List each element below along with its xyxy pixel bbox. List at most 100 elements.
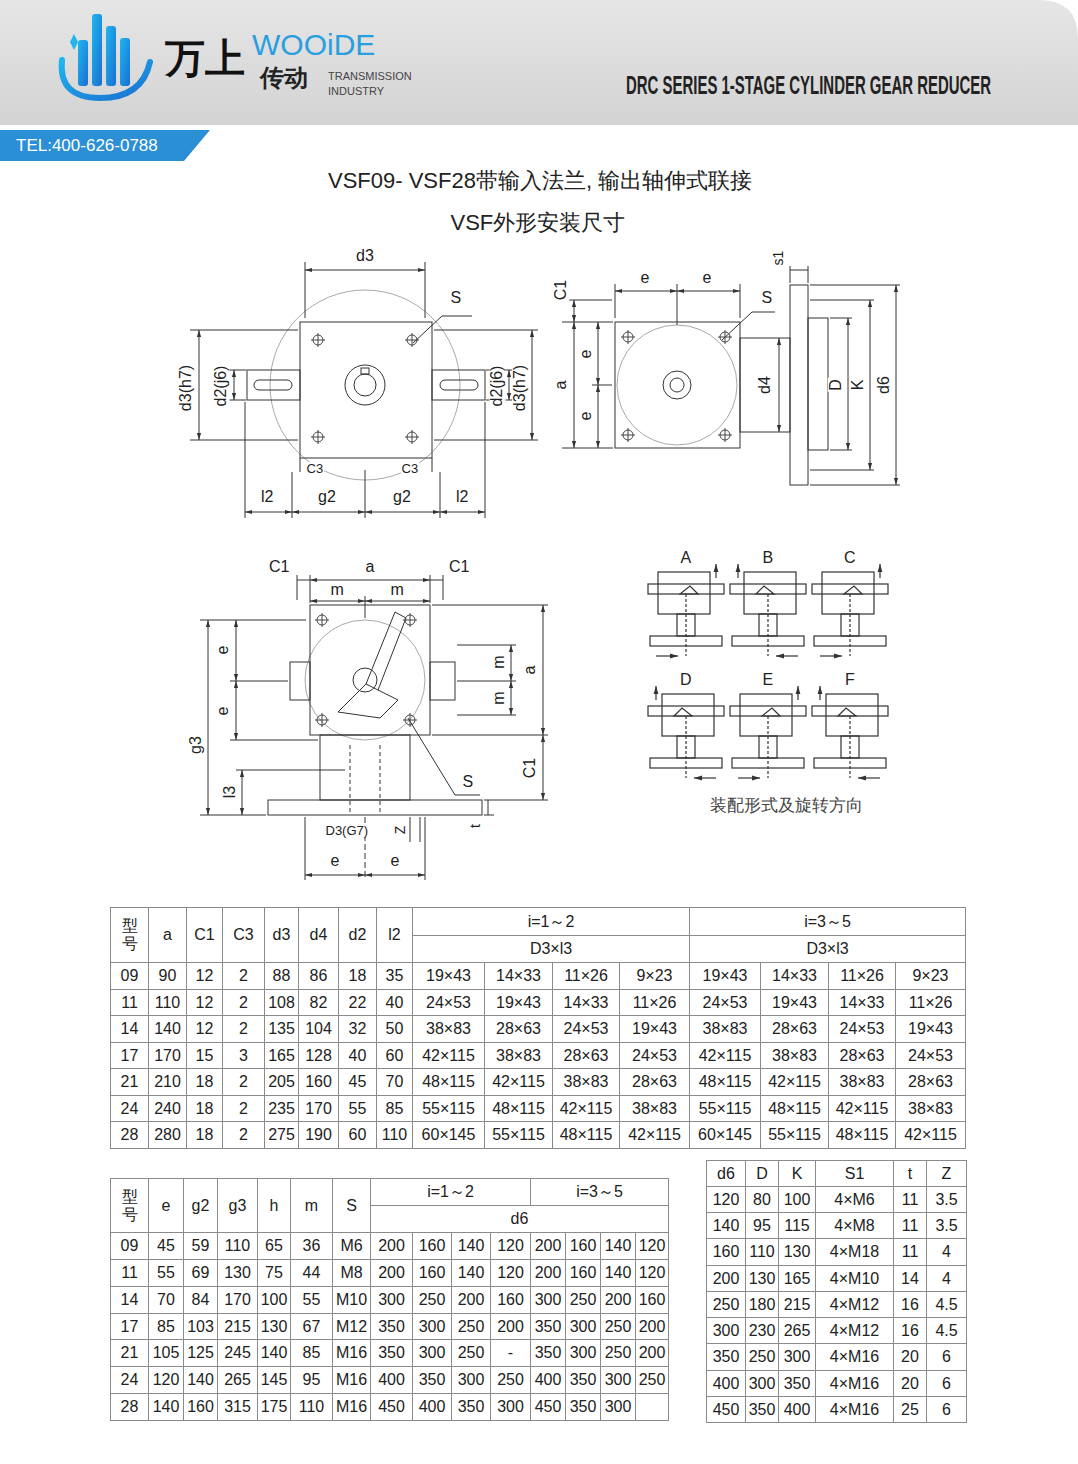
drawing-part: [297, 580, 310, 581]
table-text: 215: [784, 1297, 811, 1313]
dimension-label: d3: [355, 248, 375, 264]
table-cell: 130: [745, 1265, 779, 1292]
table-cell: 11×26: [619, 989, 690, 1016]
table-text: 200: [535, 1238, 562, 1254]
table-cell: 140: [600, 1259, 636, 1287]
table-text: D: [756, 1166, 768, 1182]
table-cell: 200: [635, 1313, 669, 1340]
drawing-part: [403, 613, 417, 627]
table-text: 19×43: [908, 1021, 953, 1037]
table-text: S: [346, 1198, 357, 1214]
table-cell: 110: [376, 1121, 413, 1149]
table-text: 48×115: [560, 1127, 613, 1143]
table-cell: 48×115: [828, 1121, 896, 1149]
table-text: 50: [386, 1021, 404, 1037]
table-cell: 115: [778, 1212, 816, 1239]
table-cell: 4: [926, 1238, 967, 1266]
table-text: 4.5: [935, 1323, 957, 1339]
table-cell: 250: [706, 1291, 746, 1318]
table-cell: 38×83: [760, 1042, 829, 1069]
dimension-label: D3(G7): [325, 824, 370, 837]
table-text: 2: [239, 1074, 248, 1090]
table-text: 245: [224, 1345, 251, 1361]
table-cell: 108: [264, 989, 299, 1016]
table-text: 105: [153, 1345, 180, 1361]
table-text: 82: [310, 995, 328, 1011]
table-cell: 11: [893, 1186, 927, 1213]
table-text: i=1～2: [528, 914, 575, 930]
table-text: 400: [713, 1376, 740, 1392]
dimension-label: e: [215, 706, 231, 717]
table-cell: 型号: [110, 907, 149, 963]
table-cell: 250: [412, 1286, 452, 1314]
table-cell: 160: [635, 1286, 669, 1314]
table-cell: 85: [148, 1313, 184, 1340]
table-text: 210: [154, 1074, 181, 1090]
drawing-part: [432, 370, 485, 400]
dimension-label: t: [468, 823, 482, 829]
dimension-label: a: [553, 380, 569, 391]
table-cell: C3: [222, 907, 265, 963]
table-cell: 120: [635, 1232, 669, 1260]
drawing-part: [434, 440, 538, 441]
table-text: 125: [187, 1345, 214, 1361]
table-cell: 38×83: [895, 1095, 966, 1122]
table-text: 350: [535, 1319, 562, 1335]
table-text: 55: [157, 1265, 175, 1281]
drawing-part: [730, 686, 806, 778]
drawing-part: [790, 285, 808, 485]
drawing-part: [430, 662, 455, 700]
table-text: 24×53: [908, 1048, 953, 1064]
table-text: 65: [265, 1238, 283, 1254]
table-text: 4×M16: [830, 1376, 879, 1392]
drawing-part: [779, 338, 780, 432]
table-cell: 38×83: [552, 1068, 620, 1096]
drawing-part: [511, 681, 512, 715]
table-cell: 95: [290, 1366, 333, 1394]
drawing-part: [190, 262, 900, 880]
table-cell: 4×M12: [815, 1317, 894, 1344]
drawing-part: [511, 645, 512, 681]
table-cell: 12: [186, 962, 223, 990]
table-text: 300: [784, 1349, 811, 1365]
dimension-label: C3: [401, 462, 420, 475]
table-text: 315: [224, 1399, 251, 1415]
table-cell: 48×115: [689, 1068, 761, 1096]
drawing-part: [810, 470, 874, 471]
table-cell: 110: [217, 1232, 258, 1260]
drawing-part: [310, 601, 365, 602]
table-cell: 350: [565, 1366, 601, 1394]
table-text: 165: [784, 1271, 811, 1287]
dimension-label: C1: [522, 757, 538, 779]
drawing-part: [677, 284, 678, 325]
dimension-label: d6: [876, 375, 892, 395]
table-text: 110: [299, 1399, 325, 1415]
mount-letter: C: [843, 550, 857, 566]
table-text: 38×83: [632, 1101, 677, 1117]
table-cell: 19×43: [619, 1015, 690, 1043]
table-cell: 450: [706, 1396, 746, 1423]
table-cell: i=3～5: [530, 1178, 669, 1206]
table-cell: 130: [778, 1238, 816, 1266]
dimension-label: m: [490, 690, 506, 705]
table-cell: 19×43: [689, 962, 761, 990]
drawing-part: [234, 370, 235, 400]
table-cell: 28×63: [619, 1068, 690, 1096]
table-text: 14×33: [840, 995, 885, 1011]
table-text: 140: [605, 1265, 632, 1281]
table-text: 28: [121, 1399, 139, 1415]
table-text: 135: [268, 1021, 295, 1037]
table-text: 4: [942, 1244, 951, 1260]
table-text: 19×43: [703, 968, 748, 984]
table-text: 48×115: [768, 1101, 821, 1117]
table-text: 120: [497, 1238, 524, 1254]
table-text: 350: [419, 1372, 446, 1388]
table-text: 24×53: [840, 1021, 885, 1037]
table-text: 88: [273, 968, 291, 984]
table-text: 130: [784, 1244, 811, 1260]
table-cell: 44: [290, 1259, 333, 1287]
table-text: 90: [159, 968, 177, 984]
table-cell: 160: [565, 1232, 601, 1260]
table-text: 110: [749, 1244, 775, 1260]
table-text: 2: [239, 1127, 248, 1143]
